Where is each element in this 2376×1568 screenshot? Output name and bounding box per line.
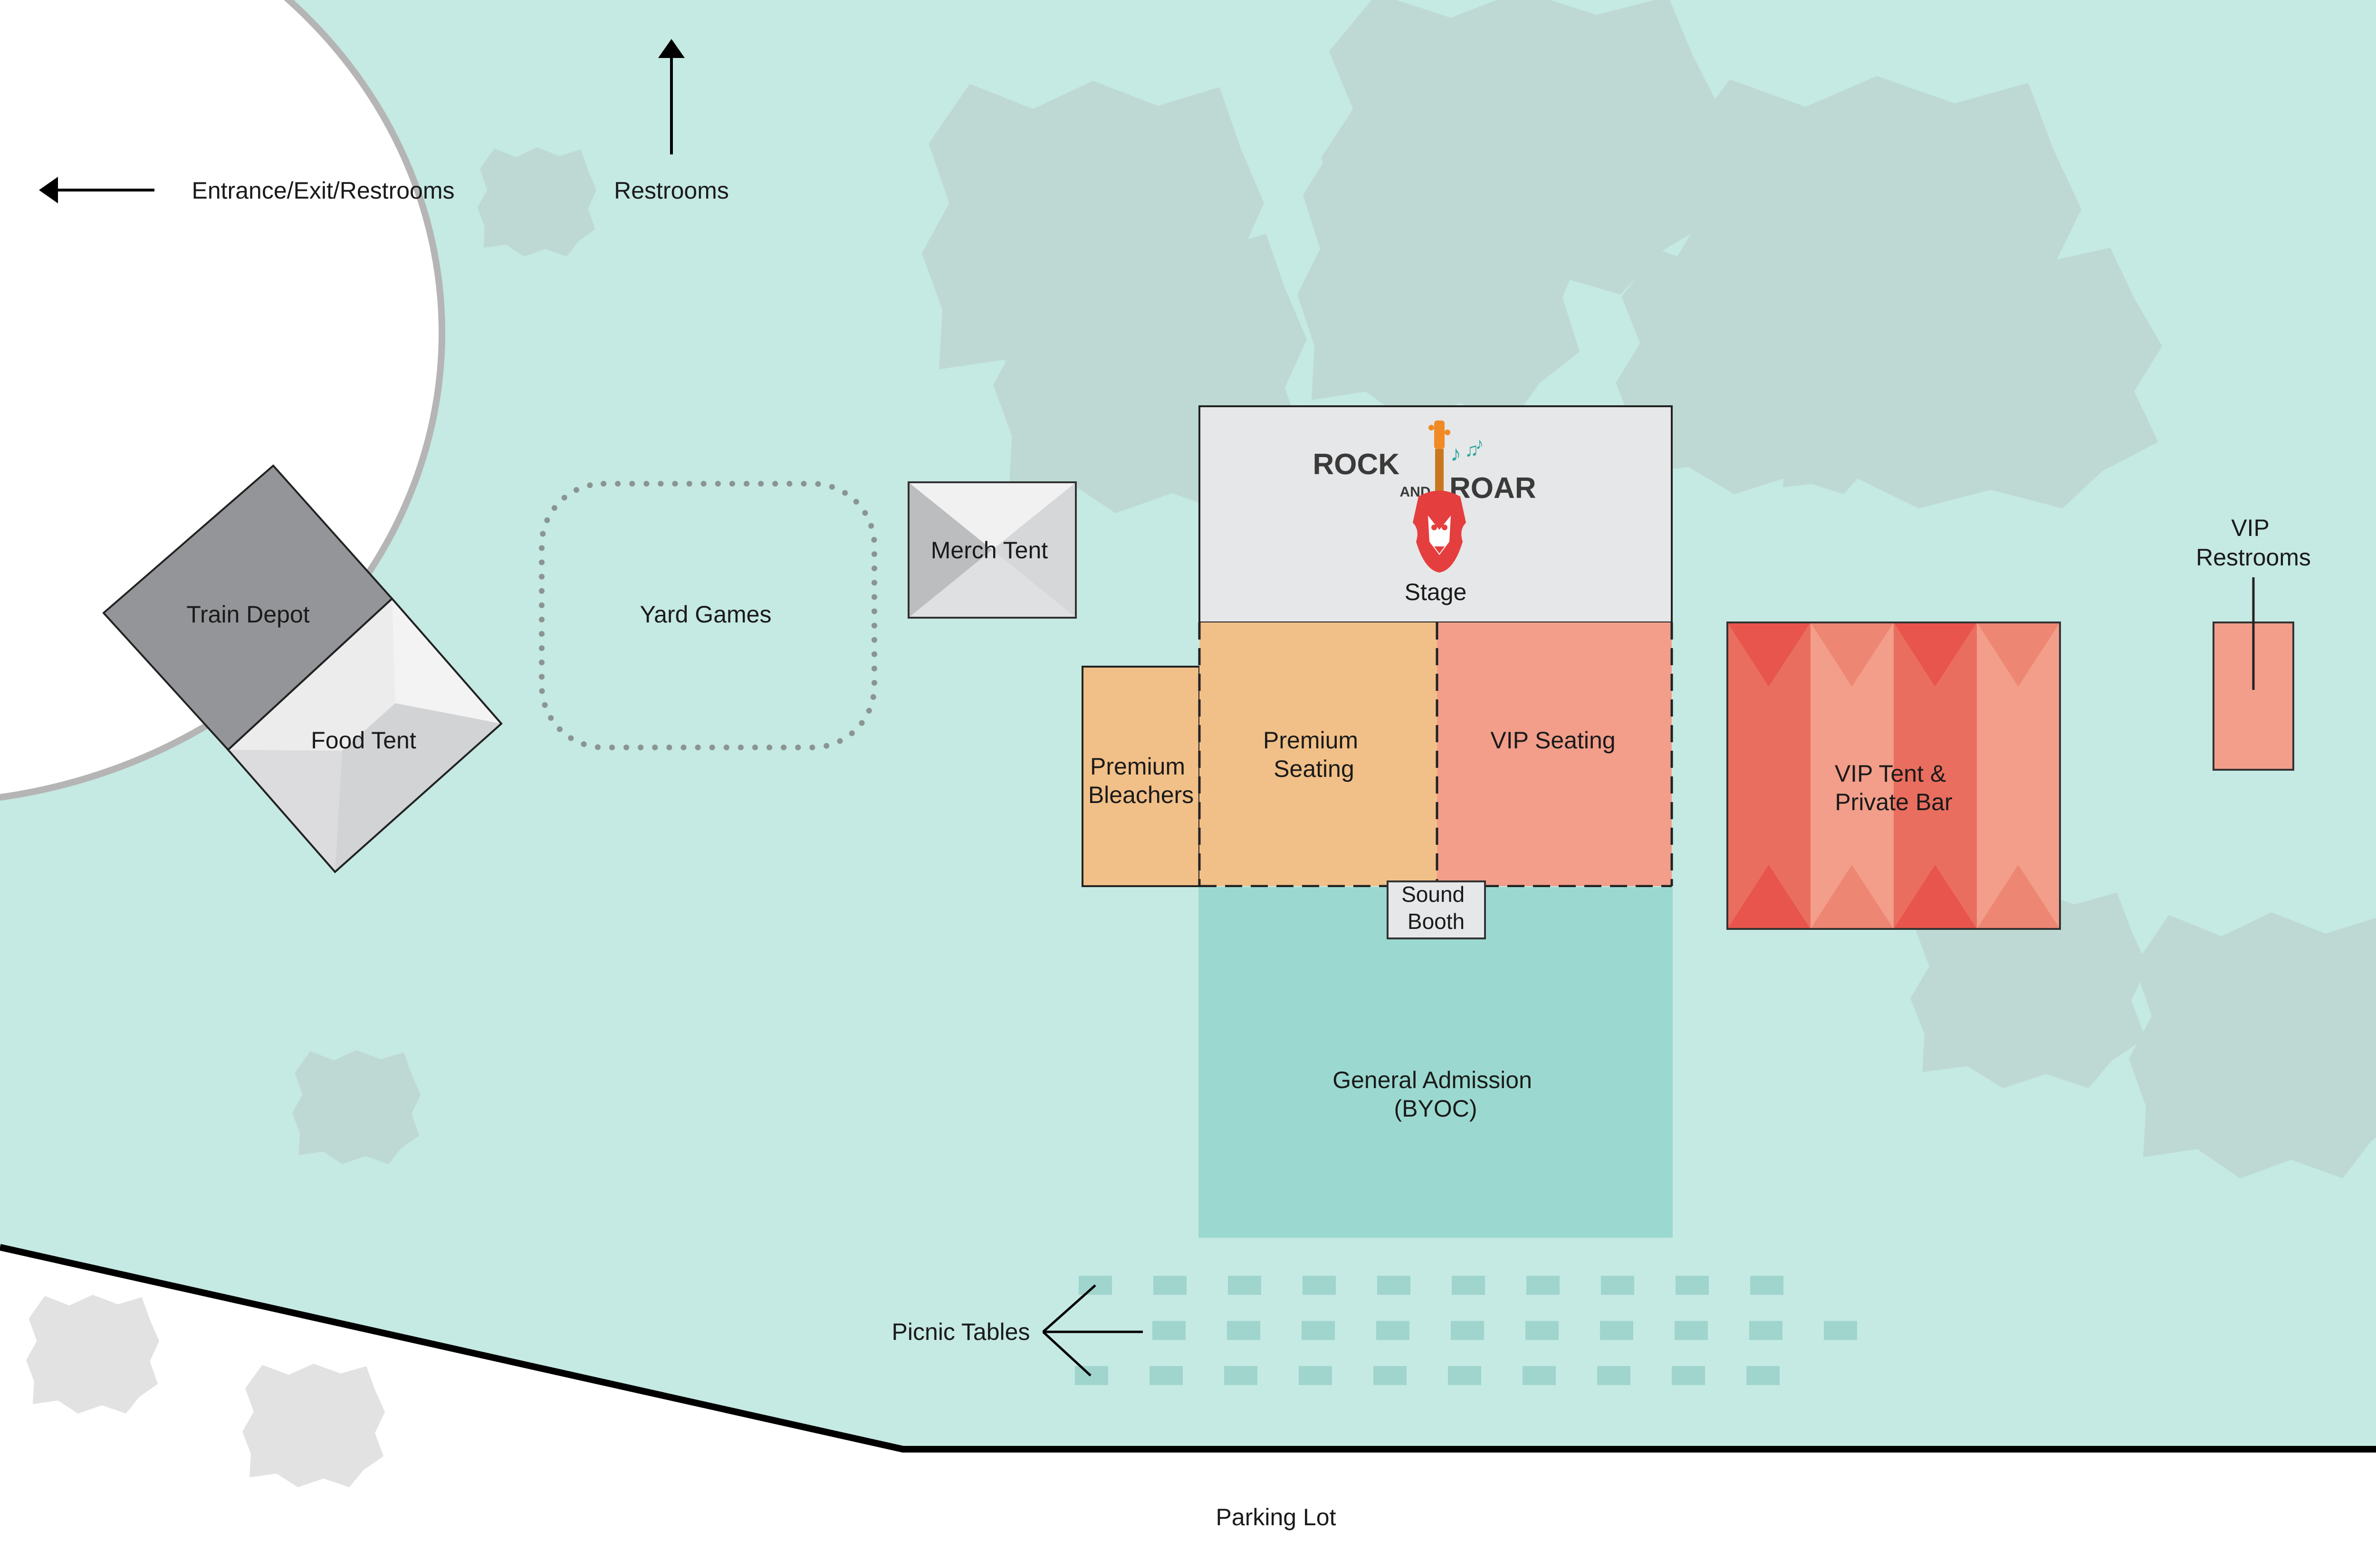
picnic-table <box>1452 1276 1485 1295</box>
picnic-tables <box>1075 1276 1857 1385</box>
picnic-table <box>1150 1366 1183 1385</box>
picnic-table <box>1303 1276 1336 1295</box>
picnic-table <box>1523 1366 1556 1385</box>
general-admission-label: General Admission (BYOC) <box>1332 1067 1539 1122</box>
logo-word-rock: ROCK <box>1313 448 1399 481</box>
picnic-table <box>1376 1321 1409 1340</box>
picnic-table <box>1224 1366 1257 1385</box>
picnic-table <box>1075 1366 1108 1385</box>
vip-tent <box>1726 621 2061 930</box>
tree-outside-1 <box>26 1295 159 1414</box>
picnic-table <box>1675 1321 1708 1340</box>
vip-seating-label: VIP Seating <box>1490 727 1615 754</box>
picnic-table <box>1228 1276 1261 1295</box>
premium-seating-label: Premium Seating <box>1263 727 1365 782</box>
picnic-table <box>1824 1321 1857 1340</box>
picnic-table <box>1302 1321 1335 1340</box>
entrance-label: Entrance/Exit/Restrooms <box>192 177 455 204</box>
parking-lot-label: Parking Lot <box>1216 1504 1336 1530</box>
svg-text:♪: ♪ <box>1450 441 1461 466</box>
picnic-table <box>1676 1276 1709 1295</box>
picnic-table <box>1153 1276 1187 1295</box>
rock-and-roar-logo: ROCK AND ROAR ♪ ♫ ♪ <box>1313 421 1536 573</box>
vip-tent-label: VIP Tent & Private Bar <box>1835 760 1953 815</box>
logo-word-roar: ROAR <box>1449 472 1536 505</box>
general-admission <box>1198 887 1673 1238</box>
picnic-table <box>1746 1366 1780 1385</box>
picnic-tables-pointer <box>1042 1284 1143 1377</box>
merch-tent-label: Merch Tent <box>931 537 1048 564</box>
vip-seating <box>1437 622 1672 886</box>
picnic-table <box>1750 1276 1783 1295</box>
entrance-arrow-icon <box>39 177 154 203</box>
tree-small-top <box>478 147 596 257</box>
picnic-table <box>1525 1321 1559 1340</box>
sound-booth-label: Sound Booth <box>1401 882 1471 934</box>
picnic-table <box>1749 1321 1782 1340</box>
restrooms-arrow-icon <box>658 39 685 154</box>
music-notes-icon: ♪ ♫ ♪ <box>1450 435 1484 466</box>
picnic-table <box>1373 1366 1407 1385</box>
picnic-table <box>1600 1321 1633 1340</box>
picnic-table <box>1299 1366 1332 1385</box>
stage-label: Stage <box>1405 579 1467 605</box>
food-tent <box>227 597 503 873</box>
merch-tent <box>908 481 1077 619</box>
tree-outside-2 <box>242 1364 385 1487</box>
tree-small-left <box>292 1050 421 1164</box>
lion-guitar-icon <box>1413 421 1466 573</box>
restrooms-label: Restrooms <box>614 177 729 204</box>
picnic-table <box>1597 1366 1630 1385</box>
picnic-table <box>1672 1366 1705 1385</box>
premium-seating <box>1199 622 1437 886</box>
svg-text:♪: ♪ <box>1475 435 1484 453</box>
yard-games-label: Yard Games <box>640 601 772 628</box>
train-depot-label: Train Depot <box>186 601 309 628</box>
picnic-table <box>1227 1321 1260 1340</box>
picnic-table <box>1526 1276 1560 1295</box>
picnic-table <box>1601 1276 1634 1295</box>
picnic-table <box>1377 1276 1410 1295</box>
food-tent-label: Food Tent <box>311 727 416 754</box>
premium-bleachers <box>1082 666 1200 887</box>
vip-restrooms-label: VIP Restrooms <box>2196 515 2311 571</box>
picnic-table <box>1152 1321 1186 1340</box>
picnic-table <box>1451 1321 1484 1340</box>
premium-bleachers-label: Premium Bleachers <box>1088 753 1194 808</box>
property-boundary-line <box>0 1244 2376 1453</box>
picnic-table <box>1448 1366 1481 1385</box>
picnic-tables-label: Picnic Tables <box>892 1319 1030 1345</box>
sound-booth <box>1387 880 1486 939</box>
svg-text:♫: ♫ <box>1465 440 1479 460</box>
